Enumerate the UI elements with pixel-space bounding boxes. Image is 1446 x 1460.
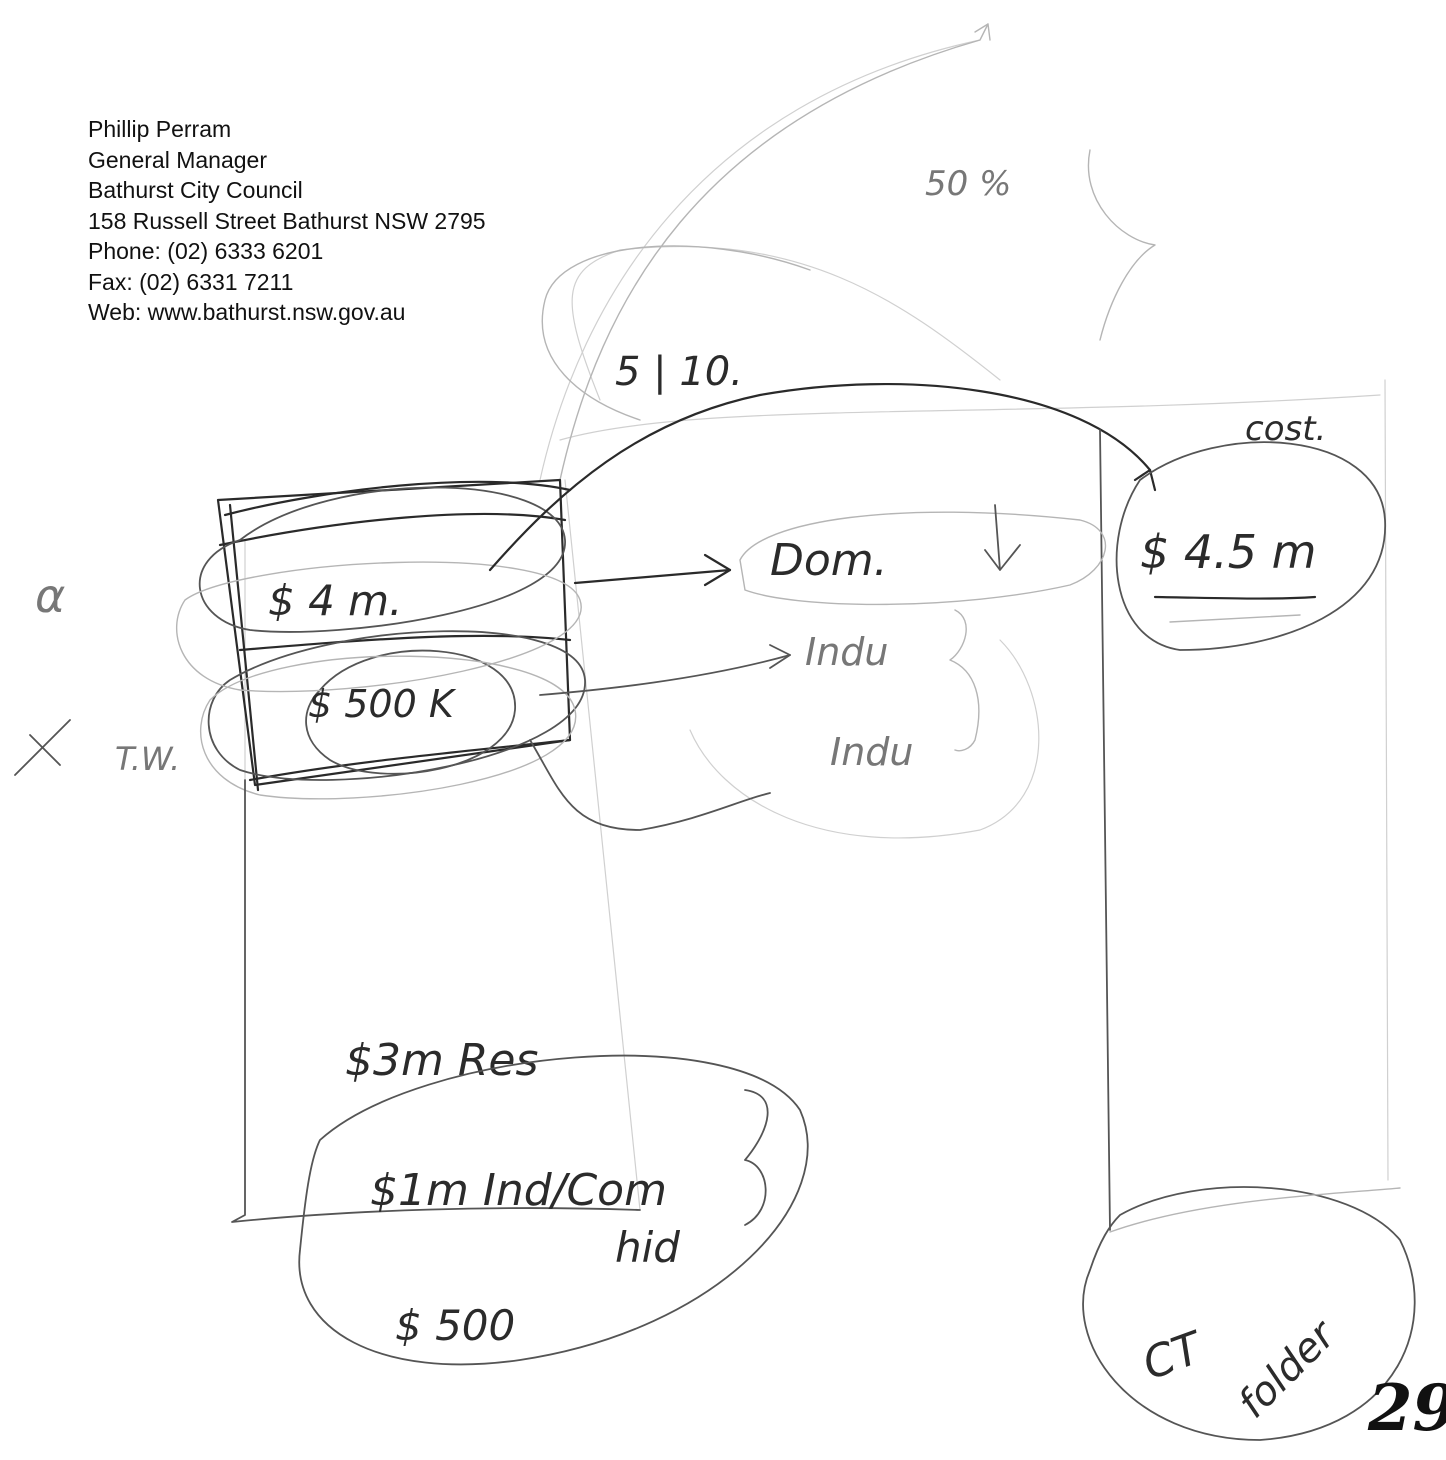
note-indu-2: Indu	[830, 730, 914, 774]
indu-brace	[950, 610, 979, 751]
lower-box-outline	[232, 780, 640, 1222]
note-50-percent: 50 %	[925, 164, 1011, 204]
arrow-to-total	[490, 384, 1155, 1230]
note-500: $ 500	[395, 1301, 515, 1350]
box-top-amount: $ 4 m.	[268, 576, 402, 625]
total-underline	[1155, 597, 1315, 599]
note-tw: T.W.	[115, 740, 180, 778]
main-box	[177, 480, 585, 799]
note-dom: Dom.	[770, 535, 888, 586]
note-folder: folder	[1230, 1311, 1346, 1427]
top-right-brace	[1088, 150, 1155, 340]
curve-to-indu-2	[530, 740, 770, 830]
box-bottom-amount: $ 500 K	[308, 682, 457, 726]
note-ct: CT	[1136, 1322, 1211, 1391]
lower-brace	[745, 1090, 768, 1225]
note-res: $3m Res	[345, 1035, 538, 1086]
total-underline-2	[1170, 615, 1300, 622]
page-number: 29	[1367, 1371, 1446, 1446]
note-alpha: α	[35, 569, 65, 623]
arrow-to-dom	[575, 555, 730, 585]
note-ind-com: $1m Ind/Com	[370, 1165, 667, 1216]
note-hid: hid	[615, 1223, 680, 1272]
note-split: 5 | 10.	[615, 349, 743, 395]
note-total: $ 4.5 m	[1140, 525, 1316, 579]
cross-mark	[15, 720, 70, 775]
ct-top-line	[1110, 1188, 1400, 1232]
note-indu-1: Indu	[805, 630, 889, 674]
arrow-to-indu	[540, 645, 790, 695]
top-arrow	[560, 24, 990, 480]
